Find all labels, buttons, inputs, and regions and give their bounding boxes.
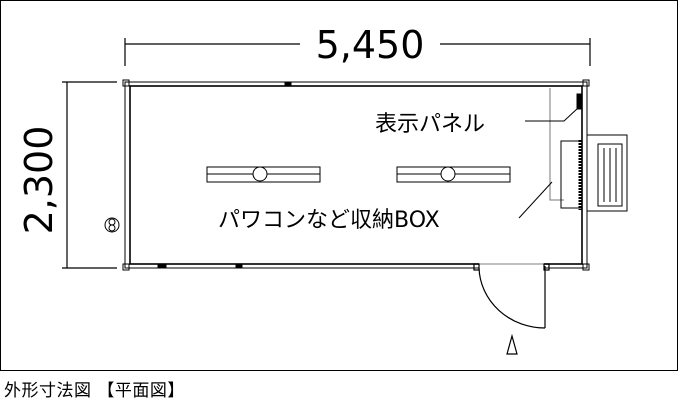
ceiling-light-left <box>206 166 321 183</box>
storage-box-leader <box>518 181 553 219</box>
height-dimension <box>62 81 117 269</box>
display-panel-label: 表示パネル <box>375 112 485 137</box>
air-conditioner-unit <box>586 134 628 212</box>
drawing-frame <box>0 0 678 371</box>
door <box>473 263 550 329</box>
storage-box <box>549 88 583 209</box>
height-dimension-label: 2,300 <box>17 126 61 235</box>
width-dimension-label: 5,450 <box>316 23 425 67</box>
drawing-caption: 外形寸法図 【平面図】 <box>4 381 185 401</box>
ceiling-light-right <box>396 166 511 183</box>
container-outline <box>122 79 590 271</box>
door-opening <box>479 262 544 270</box>
storage-box-label: パワコンなど収納BOX <box>218 208 440 233</box>
width-dimension <box>124 38 591 66</box>
outlet-symbol-icon <box>104 217 120 233</box>
entrance-arrow-icon <box>506 333 518 355</box>
display-panel-leader <box>525 107 579 122</box>
